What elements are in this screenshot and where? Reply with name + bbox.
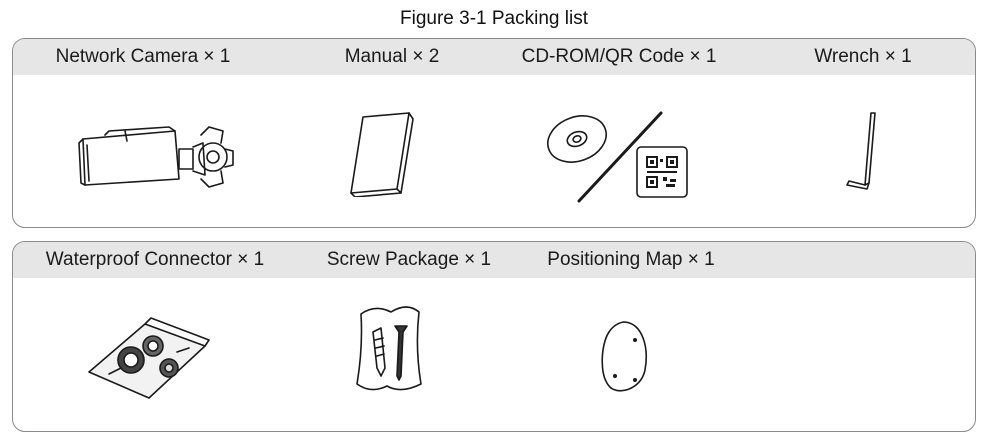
figure-caption: Figure 3-1 Packing list <box>400 8 588 29</box>
item-label-network-camera: Network Camera × 1 <box>55 46 231 67</box>
item-label-positioning-map: Positioning Map × 1 <box>547 249 715 270</box>
row-2-header: Waterproof Connector × 1 Screw Package ×… <box>13 242 975 278</box>
positioning-map-icon <box>601 321 647 392</box>
item-label-screw-package: Screw Package × 1 <box>326 249 492 270</box>
manual-icon <box>350 112 414 197</box>
network-camera-icon <box>78 126 234 188</box>
item-label-wrench: Wrench × 1 <box>814 46 912 67</box>
screw-package-icon <box>356 306 422 391</box>
item-label-cd-rom-qr-code: CD-ROM/QR Code × 1 <box>521 46 717 67</box>
packing-list-row-1: Network Camera × 1 Manual × 2 CD-ROM/QR … <box>12 38 976 228</box>
packing-list-row-2: Waterproof Connector × 1 Screw Package ×… <box>12 241 976 432</box>
item-label-manual: Manual × 2 <box>344 46 440 67</box>
cd-rom-qr-code-icon <box>547 111 688 203</box>
wrench-icon <box>846 112 876 190</box>
waterproof-connector-icon <box>88 317 210 399</box>
row-1-header: Network Camera × 1 Manual × 2 CD-ROM/QR … <box>13 39 975 75</box>
item-label-waterproof-connector: Waterproof Connector × 1 <box>45 249 265 270</box>
